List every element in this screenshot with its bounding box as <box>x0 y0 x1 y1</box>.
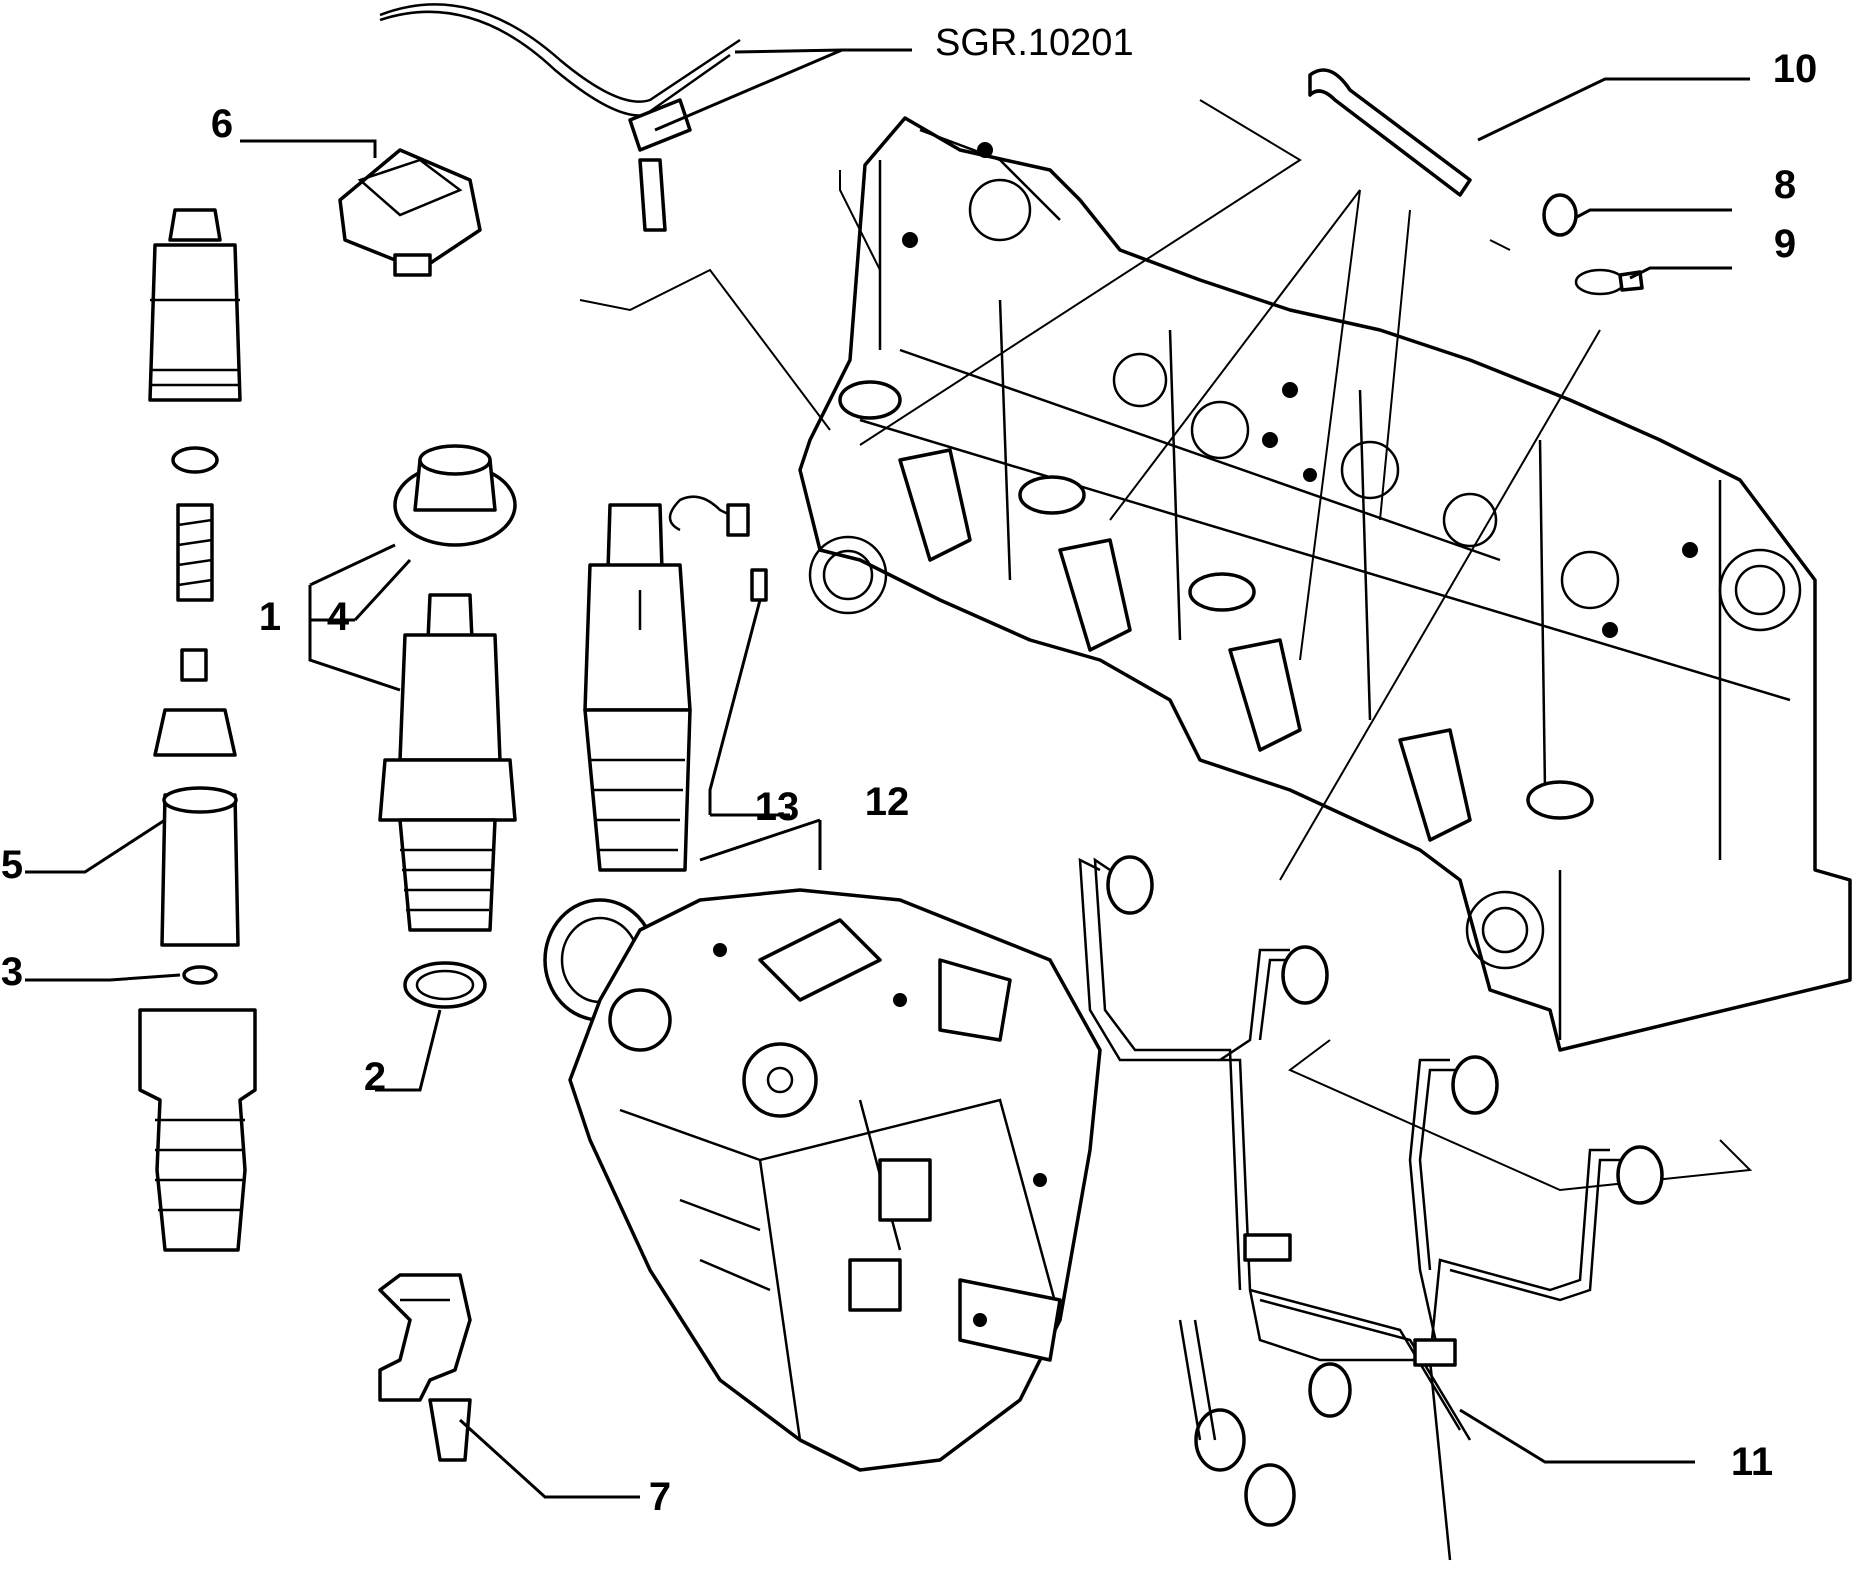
callout-1: 1 <box>259 595 281 639</box>
callout-ref-sgr10201: SGR.10201 <box>935 22 1134 64</box>
injection-pump <box>543 888 1102 1472</box>
injection-pipes <box>1078 855 1664 1561</box>
callout-leaders <box>25 48 1750 1499</box>
callout-13: 13 <box>755 785 800 829</box>
glow-plug-wire <box>379 3 741 232</box>
leader-lines-head <box>579 99 1753 1192</box>
injector-assembly <box>378 444 517 1009</box>
callout-3: 3 <box>1 950 23 994</box>
glow-relay <box>338 148 482 277</box>
callout-2: 2 <box>364 1055 386 1099</box>
callout-5: 5 <box>1 843 23 887</box>
cylinder-head <box>798 116 1852 1052</box>
callout-4: 4 <box>327 595 350 639</box>
callout-11: 11 <box>1731 1440 1773 1484</box>
callout-9: 9 <box>1774 222 1796 266</box>
callout-8: 8 <box>1774 163 1796 207</box>
callout-12: 12 <box>865 780 910 824</box>
bracket <box>378 1273 472 1462</box>
callout-10: 10 <box>1773 47 1818 91</box>
hose-and-clamps <box>1308 68 1644 296</box>
callout-7: 7 <box>649 1475 671 1519</box>
exploded-injector <box>138 208 257 1252</box>
callouts: SGR.10201 1 2 3 4 5 6 7 8 9 10 11 12 13 <box>1 22 1817 1519</box>
sensor-injector <box>583 495 768 872</box>
callout-6: 6 <box>211 102 233 146</box>
